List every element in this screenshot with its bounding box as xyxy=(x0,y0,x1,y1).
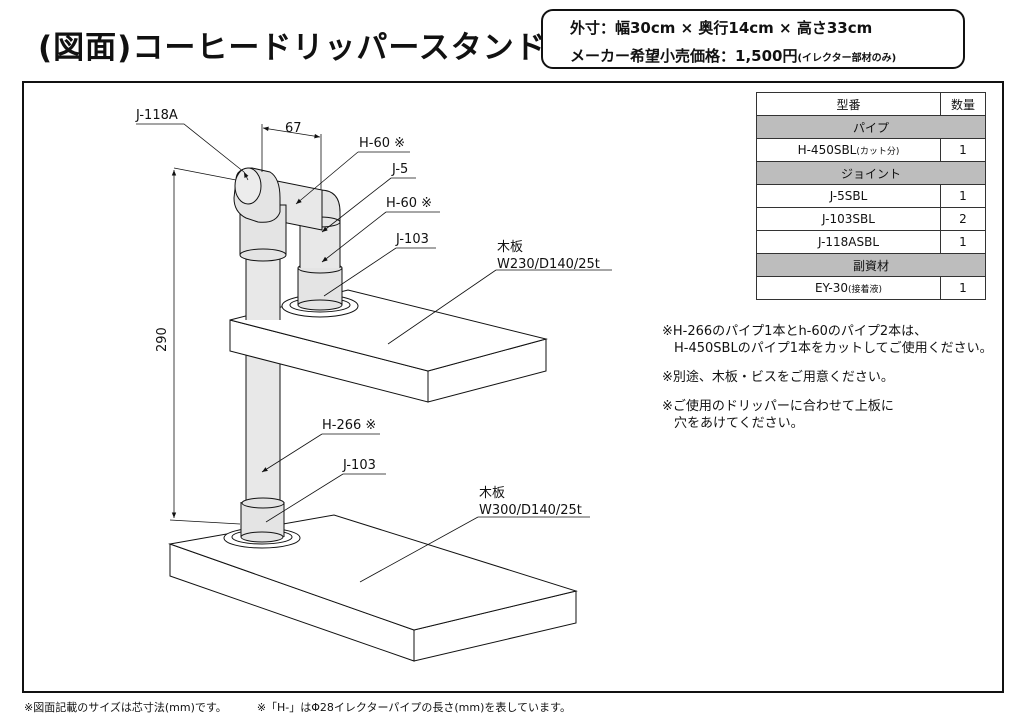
note-prepare-board: ※別途、木板・ビスをご用意ください。 xyxy=(662,370,894,385)
header-qty: 数量 xyxy=(940,92,986,116)
part-qty: 2 xyxy=(940,207,986,231)
label-j103-bottom: J-103 xyxy=(342,458,376,473)
category-accessory: 副資材 xyxy=(756,253,986,277)
part-qty: 1 xyxy=(940,276,986,300)
label-board-bottom-name: 木板 xyxy=(479,486,505,501)
part-name: J-5SBL xyxy=(756,184,941,208)
footer-note-dimensions: ※図面記載のサイズは芯寸法(mm)です。 xyxy=(24,701,227,714)
label-h60-top: H-60 ※ xyxy=(359,136,405,151)
footer-notes: ※図面記載のサイズは芯寸法(mm)です。 ※「H-」はΦ28イレクターパイプの長さ… xyxy=(24,699,571,715)
leader-lines xyxy=(136,123,612,583)
label-j5: J-5 xyxy=(391,162,408,177)
label-j118a: J-118A xyxy=(135,108,178,123)
part-name: EY-30(接着液) xyxy=(756,276,941,300)
header-model: 型番 xyxy=(756,92,941,116)
tee-j118a xyxy=(233,167,287,262)
spec-box: 外寸：幅30cm × 奥行14cm × 高さ33cm メーカー希望小売価格：1,… xyxy=(541,9,965,69)
price-note: (イレクター部材のみ) xyxy=(797,53,897,64)
table-row: J-103SBL 2 xyxy=(756,207,986,231)
note-drill-hole-cont: 穴をあけてください。 xyxy=(674,416,804,431)
dimension-height-label: 290 xyxy=(155,327,170,352)
table-row: J-118ASBL 1 xyxy=(756,230,986,254)
outer-size-text: 外寸：幅30cm × 奥行14cm × 高さ33cm xyxy=(570,19,873,37)
part-qty: 1 xyxy=(940,138,986,162)
dimension-width xyxy=(261,124,322,190)
label-board-top-name: 木板 xyxy=(497,240,523,255)
note-cut-pipes: ※H-266のパイプ1本とh-60のパイプ2本は、 xyxy=(662,324,928,339)
part-qty: 1 xyxy=(940,230,986,254)
label-h266: H-266 ※ xyxy=(322,418,376,433)
table-row: EY-30(接着液) 1 xyxy=(756,276,986,300)
part-name: H-450SBL(カット分) xyxy=(756,138,941,162)
price-text: メーカー希望小売価格：1,500円(イレクター部材のみ) xyxy=(570,45,896,66)
note-cut-pipes-cont: H-450SBLのパイプ1本をカットしてご使用ください。 xyxy=(674,341,993,356)
table-row: J-5SBL 1 xyxy=(756,184,986,208)
top-joint-j103 xyxy=(281,262,359,318)
category-joint: ジョイント xyxy=(756,161,986,185)
bottom-joint-j103 xyxy=(223,502,301,549)
label-h60-right: H-60 ※ xyxy=(386,196,432,211)
drawing-frame xyxy=(22,81,1004,693)
table-row: H-450SBL(カット分) 1 xyxy=(756,138,986,162)
price-label: メーカー希望小売価格：1,500円 xyxy=(570,47,798,65)
label-j103-top: J-103 xyxy=(395,232,429,247)
parts-table-header: 型番 数量 xyxy=(756,92,986,116)
parts-table: 型番 数量 パイプ H-450SBL(カット分) 1 ジョイント J-5SBL … xyxy=(756,92,986,300)
footer-note-pipe-length: ※「H-」はΦ28イレクターパイプの長さ(mm)を表しています。 xyxy=(256,701,571,714)
part-name: J-103SBL xyxy=(756,207,941,231)
part-qty: 1 xyxy=(940,184,986,208)
page-title: (図面)コーヒードリッパースタンド xyxy=(38,30,547,66)
dimension-height xyxy=(169,167,241,525)
label-board-bottom-dim: W300/D140/25t xyxy=(479,503,582,518)
part-name: J-118ASBL xyxy=(756,230,941,254)
note-drill-hole: ※ご使用のドリッパーに合わせて上板に xyxy=(662,399,894,414)
dimension-width-label: 67 xyxy=(285,121,302,136)
label-board-top-dim: W230/D140/25t xyxy=(497,257,600,272)
category-pipe: パイプ xyxy=(756,115,986,139)
